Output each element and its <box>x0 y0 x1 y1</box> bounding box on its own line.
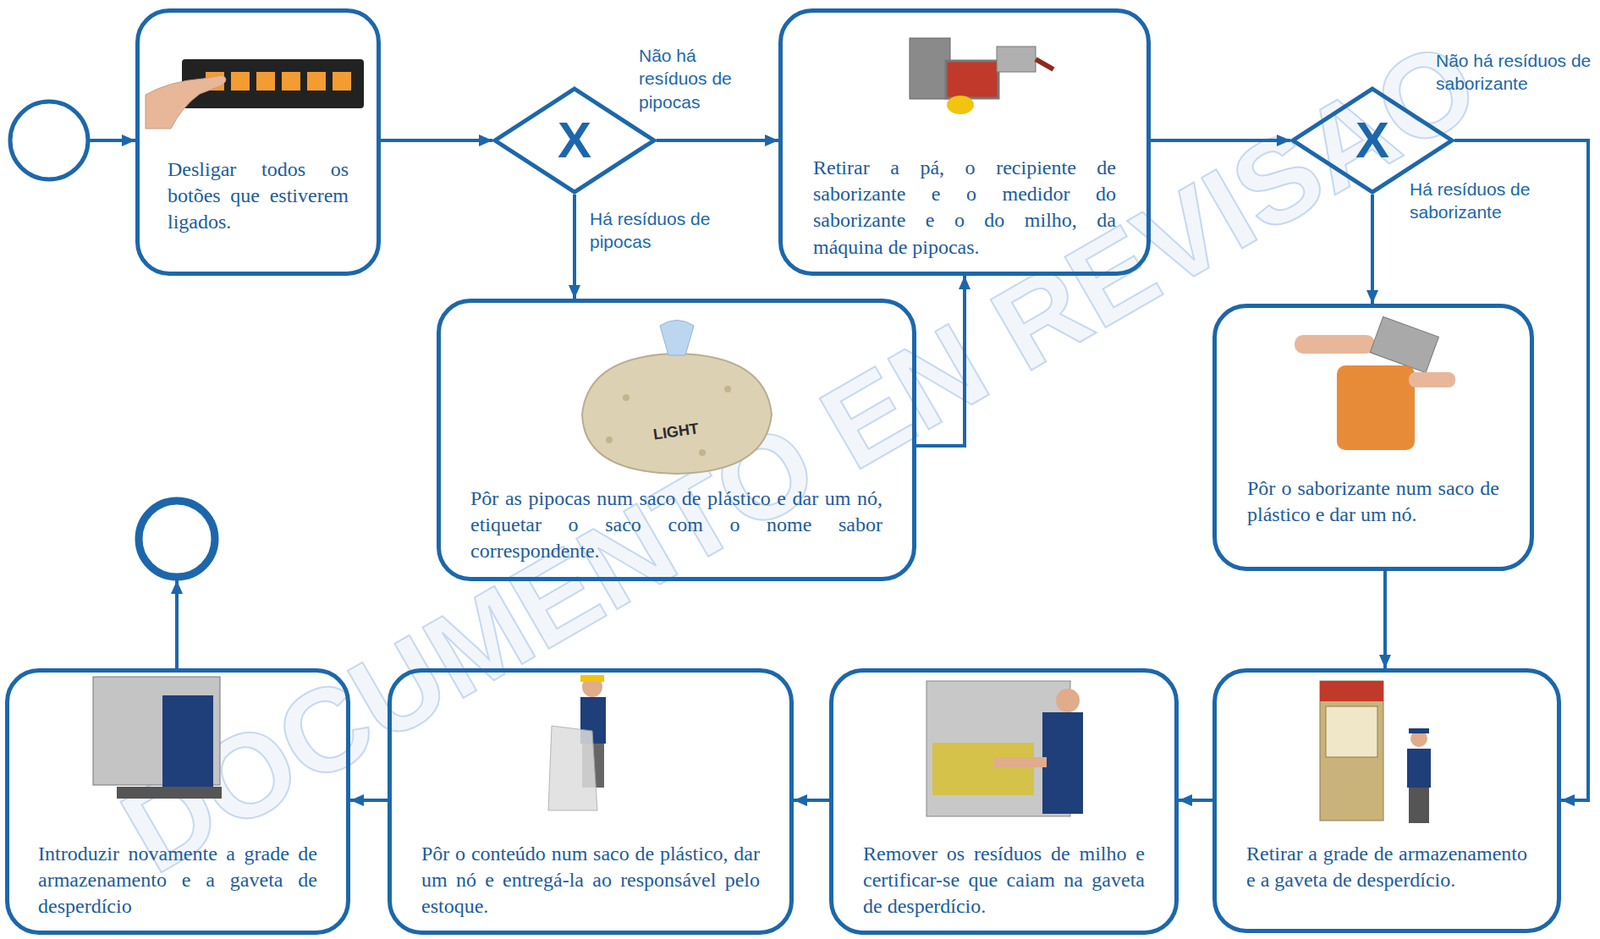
task-box: Desligar todos os botões que estiverem l… <box>135 8 381 276</box>
sequence-flow <box>656 138 779 143</box>
machine-glass <box>1325 706 1378 758</box>
worker-head <box>1055 688 1080 713</box>
popcorn <box>698 449 706 457</box>
panel-button <box>256 71 275 91</box>
task-box: Retirar a grade de armazenamento e a gav… <box>1212 668 1562 934</box>
worker-legs <box>1408 787 1430 824</box>
popcorn-bag <box>582 353 772 474</box>
edge-label: Há resíduos de pipocas <box>589 207 734 254</box>
sequence-flow <box>793 798 830 803</box>
node-text: X <box>557 115 592 166</box>
task-box: Retirar a pá, o recipiente de saborizant… <box>778 8 1151 276</box>
worker-body <box>162 695 214 796</box>
edge-label: Não há resíduos de pipocas <box>638 43 766 114</box>
orange-bag <box>1336 365 1415 451</box>
panel-button <box>230 71 250 91</box>
popcorn <box>622 394 630 402</box>
node-text: Remover os resíduos de milho e certifica… <box>863 841 1145 921</box>
panel-button <box>307 71 326 91</box>
end-flow <box>175 580 179 669</box>
node-text: Pôr o conteúdo num saco de plástico, dar… <box>421 841 760 921</box>
task-box: Pôr o conteúdo num saco de plástico, dar… <box>387 668 794 935</box>
sequence-flow <box>916 275 965 446</box>
edge-label: Há resíduos de saborizante <box>1409 177 1546 225</box>
flavour-container <box>945 60 999 99</box>
machine-sign <box>1319 681 1384 702</box>
panel-button <box>332 71 352 91</box>
panel-button <box>281 71 301 91</box>
worker-body <box>1042 712 1084 814</box>
corn-residue <box>932 742 1034 796</box>
task-box: Introduzir novamente a grade de armazena… <box>5 668 351 935</box>
sequence-flow <box>1454 140 1589 801</box>
measuring-tool <box>909 38 951 99</box>
node-text: Retirar a pá, o recipiente de saborizant… <box>813 154 1117 261</box>
diamond-shape <box>494 88 655 193</box>
popcorn-machine <box>1319 681 1384 821</box>
node-text: Introduzir novamente a grade de armazena… <box>38 841 318 921</box>
decision-gateway: X <box>1290 86 1455 195</box>
sequence-flow <box>1150 138 1291 143</box>
scoop-handle <box>1035 59 1054 70</box>
start-event <box>10 101 88 180</box>
metal-container <box>1369 316 1439 373</box>
sequence-flow <box>350 798 388 803</box>
hand <box>1294 335 1375 354</box>
task-box: Pôr as pipocas num saco de plástico e da… <box>436 298 917 582</box>
popcorn <box>724 385 732 393</box>
sequence-flow <box>572 194 577 299</box>
worker-cap <box>580 675 605 682</box>
measuring-cup <box>946 95 974 115</box>
plastic-bag <box>548 725 598 811</box>
node-text: X <box>1355 115 1390 166</box>
hand <box>145 75 226 129</box>
end-event <box>138 500 215 578</box>
sequence-flow <box>1178 798 1213 803</box>
start-flow <box>87 138 136 143</box>
bag-tag: LIGHT <box>652 419 700 444</box>
scoop <box>996 46 1036 72</box>
node-text: Pôr as pipocas num saco de plástico e da… <box>470 485 883 566</box>
task-box: Remover os resíduos de milho e certifica… <box>829 668 1179 935</box>
hand <box>1408 372 1456 388</box>
node-text: Desligar todos os botões que estiverem l… <box>167 156 349 237</box>
worker-cap <box>1408 728 1430 734</box>
task-box: Pôr o saborizante num saco de plástico e… <box>1212 303 1535 572</box>
node-text: Pôr o saborizante num saco de plástico e… <box>1247 475 1500 528</box>
worker-body <box>1407 748 1431 788</box>
decision-gateway: X <box>492 86 657 195</box>
bag-knot <box>659 320 694 357</box>
sequence-flow <box>1383 571 1387 669</box>
waste-drawer <box>116 786 222 799</box>
worker-arm <box>994 757 1047 768</box>
sequence-flow <box>1370 194 1375 304</box>
diamond-shape <box>1292 88 1452 193</box>
sequence-flow <box>380 138 493 143</box>
node-text: Retirar a grade de armazenamento e a gav… <box>1246 841 1528 894</box>
popcorn <box>605 436 613 444</box>
